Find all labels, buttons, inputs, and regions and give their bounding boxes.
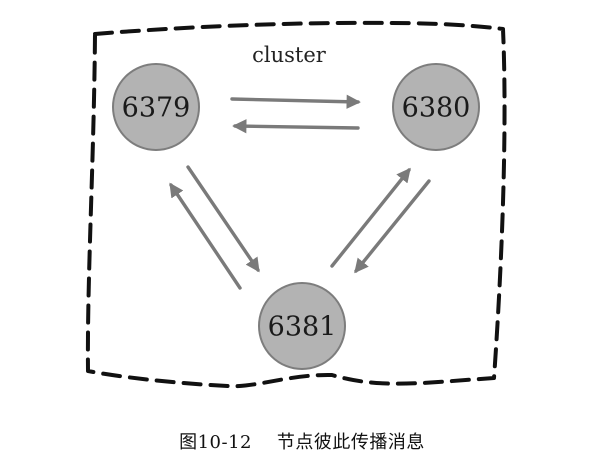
figure-number: 图10-12 <box>179 432 252 453</box>
node-circle <box>392 63 480 151</box>
cluster-boundary <box>85 20 507 389</box>
node-label: 6379 <box>122 93 191 124</box>
node-label: 6380 <box>402 93 471 124</box>
arrow-6380-to-6381 <box>354 179 431 274</box>
node-label: 6381 <box>268 312 337 343</box>
node-6381: 6381 <box>258 282 346 370</box>
node-circle <box>112 63 200 151</box>
caption-gap <box>252 432 277 453</box>
arrow-6381-to-6380 <box>330 167 411 268</box>
arrow-6379-to-6381 <box>186 165 260 273</box>
arrow-6380-to-6379 <box>232 119 360 134</box>
node-6379: 6379 <box>112 63 200 151</box>
arrow-6379-to-6380 <box>230 94 361 109</box>
figure-title: 节点彼此传播消息 <box>276 432 425 453</box>
node-6380: 6380 <box>392 63 480 151</box>
node-circle <box>258 282 346 370</box>
arrow-6381-to-6379 <box>169 182 242 290</box>
figure-caption: 图10-12 节点彼此传播消息 <box>0 428 604 454</box>
cluster-label: cluster <box>252 43 327 67</box>
